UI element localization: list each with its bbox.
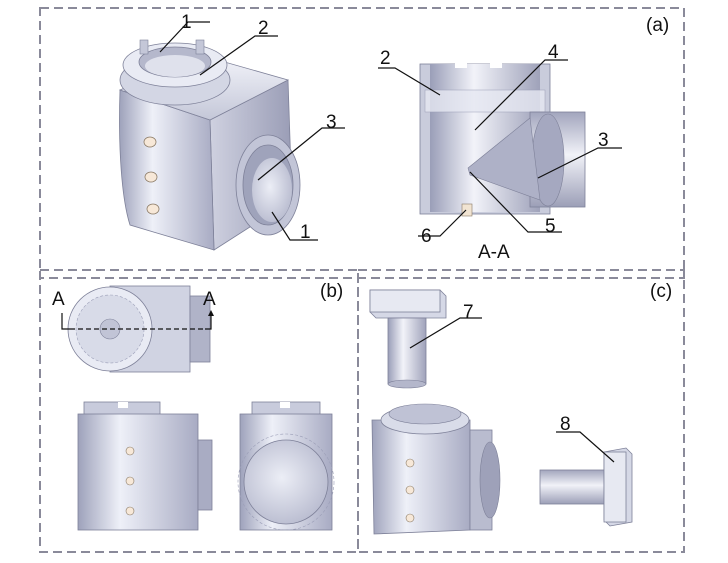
hole — [125, 506, 135, 516]
hole — [405, 458, 415, 468]
callout-6-section: 6 — [421, 226, 432, 247]
part-8: 8 — [539, 414, 633, 527]
callout-1-top: 1 — [181, 12, 192, 33]
housing-without-cap — [371, 403, 501, 535]
iso-callouts: 1 2 3 1 — [159, 12, 345, 243]
section-callouts: 2 4 3 5 6 A-A — [378, 42, 622, 263]
side-view — [237, 401, 335, 531]
hole — [405, 513, 415, 523]
hole — [144, 171, 158, 183]
part-7: 7 — [369, 289, 482, 389]
top-view: A A — [52, 285, 216, 373]
iso-housing — [118, 39, 301, 251]
section-mark-right: A — [203, 289, 216, 310]
hole — [146, 203, 160, 215]
panel-b-border — [39, 269, 359, 553]
callout-4-section: 4 — [548, 42, 559, 63]
section-caption: A-A — [478, 242, 510, 263]
callout-2-iso: 2 — [258, 18, 269, 39]
section-view — [419, 58, 586, 217]
panel-c-border — [357, 269, 685, 553]
panel-a-tag: (a) — [646, 15, 669, 36]
hole — [125, 476, 135, 486]
callout-3-section: 3 — [598, 130, 609, 151]
callout-2-section: 2 — [380, 48, 391, 69]
section-mark-left: A — [52, 289, 65, 310]
front-view — [77, 401, 213, 531]
panel-a-border — [39, 7, 685, 279]
callout-3-iso: 3 — [326, 112, 337, 133]
hole — [405, 485, 415, 495]
panel-c-tag: (c) — [650, 281, 672, 302]
hole — [143, 136, 157, 148]
callout-5-section: 5 — [545, 216, 556, 237]
callout-1-side: 1 — [300, 222, 311, 243]
panel-borders — [39, 7, 685, 553]
callout-8: 8 — [560, 414, 571, 435]
hole — [125, 446, 135, 456]
panel-b-tag: (b) — [320, 281, 343, 302]
callout-7: 7 — [463, 302, 474, 323]
